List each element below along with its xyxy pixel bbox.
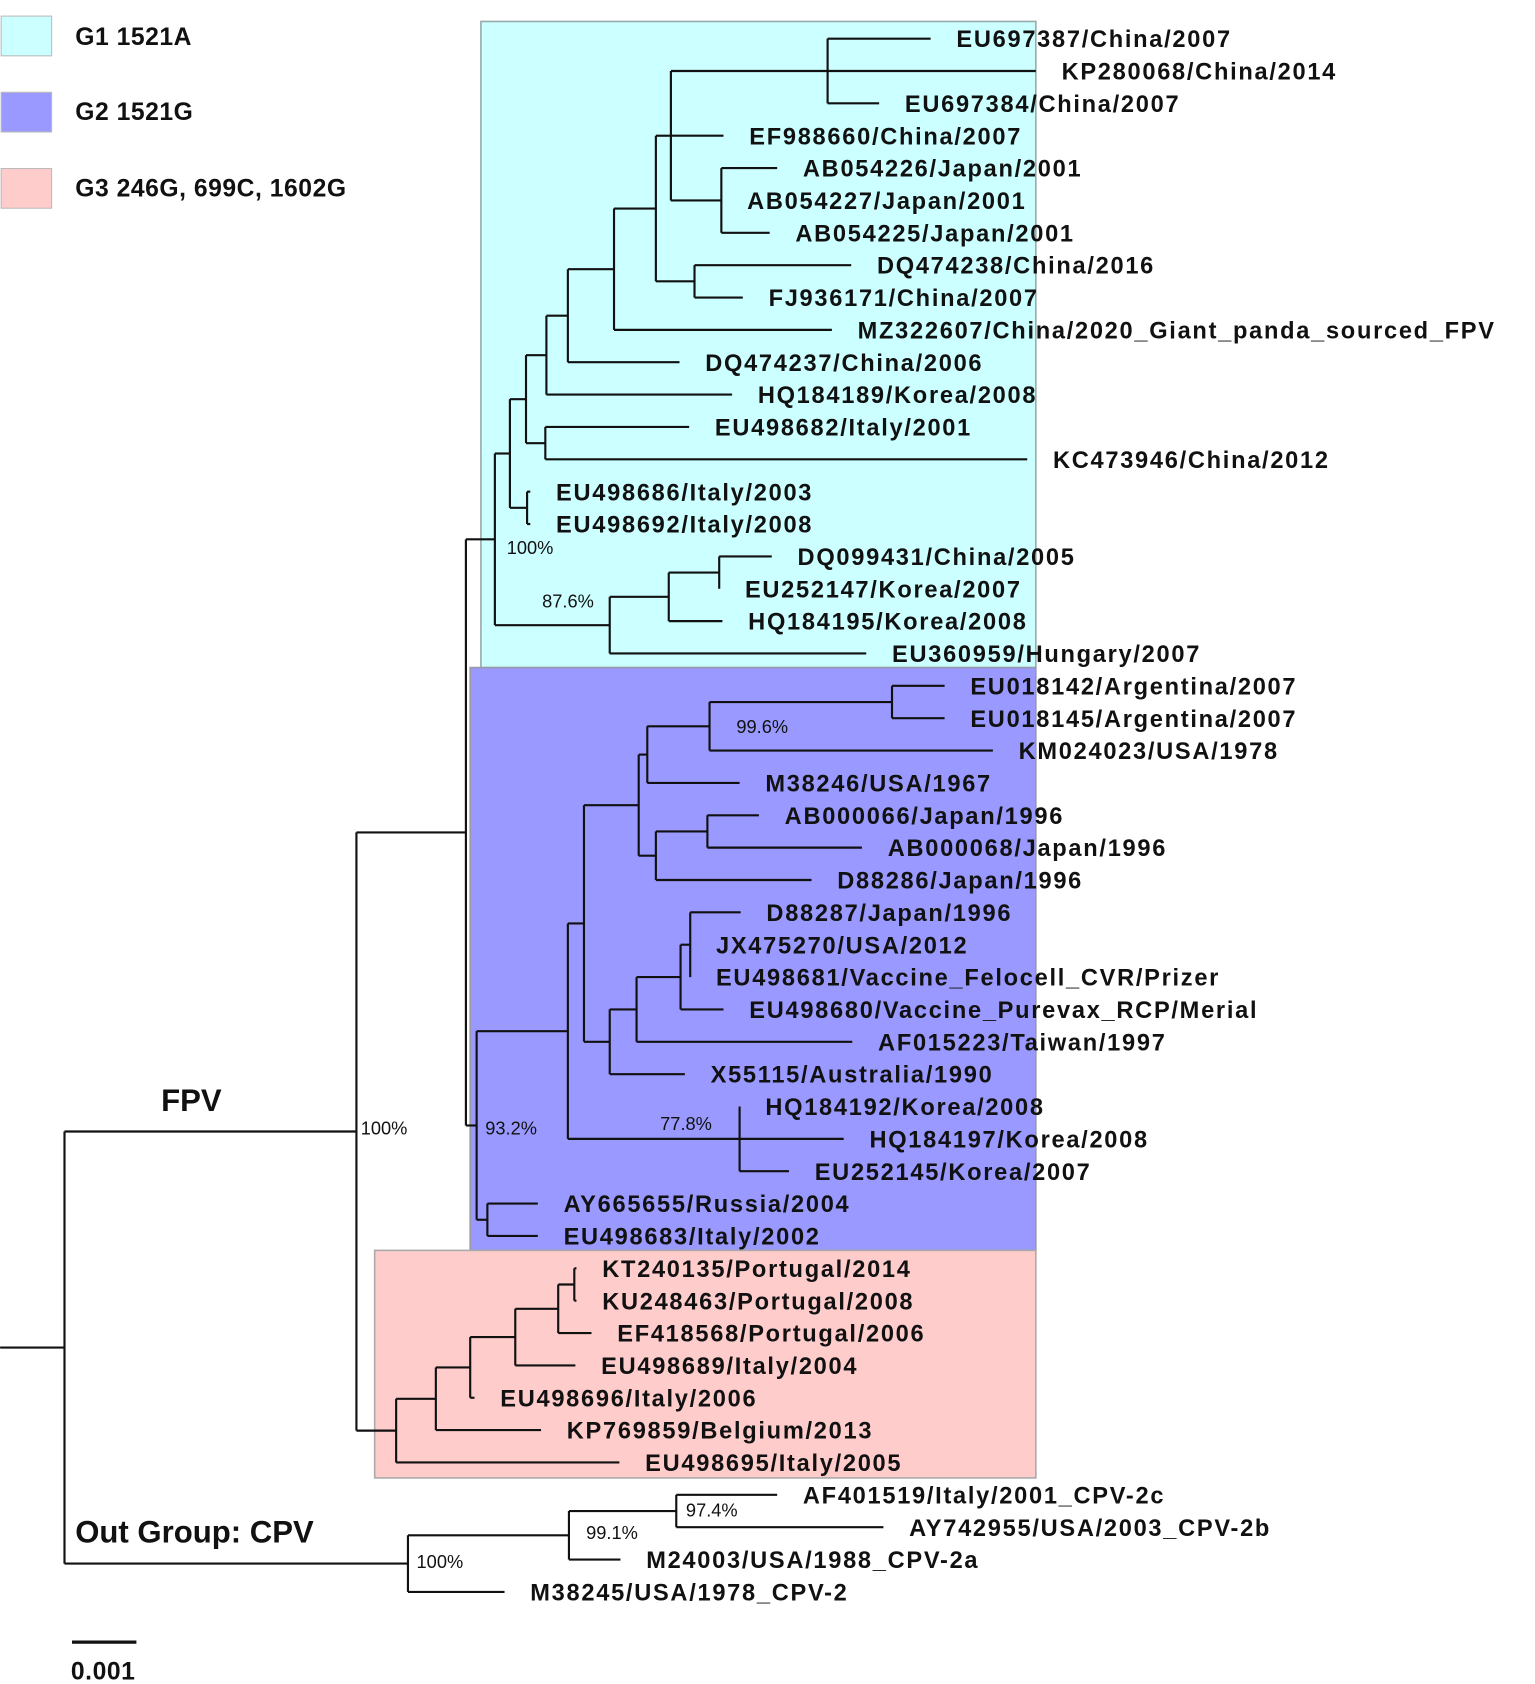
leaf-label: AY742955/USA/2003_CPV-2b (909, 1516, 1271, 1542)
leaf-label: KM024023/USA/1978 (1019, 739, 1279, 765)
leaf-label: KU248463/Portugal/2008 (602, 1289, 914, 1315)
leaf-label: HQ184189/Korea/2008 (758, 383, 1037, 409)
bootstrap-value: 77.8% (660, 1113, 712, 1134)
leaf-label: HQ184192/Korea/2008 (765, 1095, 1044, 1121)
leaf-label: EU018142/Argentina/2007 (970, 674, 1297, 700)
leaf-label: FJ936171/China/2007 (769, 286, 1039, 312)
leaf-label: DQ474237/China/2006 (705, 351, 983, 377)
clade-box-g2 (469, 666, 1037, 1252)
leaf-label: DQ474238/China/2016 (877, 254, 1155, 280)
leaf-labels: EU697387/China/2007KP280068/China/2014EU… (500, 27, 1496, 1606)
leaf-label: DQ099431/China/2005 (798, 545, 1076, 571)
scale-bar-label: 0.001 (71, 1659, 135, 1684)
legend-label-g1: G1 1521A (75, 24, 192, 51)
bootstrap-value: 99.1% (586, 1522, 638, 1543)
leaf-label: AF401519/Italy/2001_CPV-2c (803, 1483, 1165, 1509)
leaf-label: EF418568/Portugal/2006 (617, 1322, 925, 1348)
leaf-label: KP769859/Belgium/2013 (567, 1419, 873, 1445)
legend-swatch-g1 (0, 15, 53, 57)
leaf-label: X55115/Australia/1990 (711, 1063, 994, 1089)
legend-swatch-g3 (0, 167, 53, 209)
outgroup-clade-label: Out Group: CPV (75, 1514, 314, 1549)
leaf-label: D88287/Japan/1996 (766, 901, 1012, 927)
leaf-label: EU252145/Korea/2007 (815, 1160, 1092, 1186)
bootstrap-value: 99.6% (736, 716, 788, 737)
clade-box-g1 (480, 20, 1037, 669)
leaf-label: EU498686/Italy/2003 (556, 480, 813, 506)
leaf-label: AB054227/Japan/2001 (747, 189, 1026, 215)
leaf-label: EU498689/Italy/2004 (601, 1354, 858, 1380)
leaf-label: EU360959/Hungary/2007 (892, 642, 1201, 668)
leaf-label: EU018145/Argentina/2007 (970, 707, 1297, 733)
bootstrap-value: 100% (361, 1117, 408, 1138)
leaf-label: D88286/Japan/1996 (837, 869, 1083, 895)
legend-label-g3: G3 246G, 699C, 1602G (75, 175, 346, 202)
legend-swatch-g2 (0, 91, 53, 133)
bootstrap-value: 87.6% (542, 590, 594, 611)
tree-branches (0, 37, 1036, 1593)
leaf-label: AB000068/Japan/1996 (888, 836, 1167, 862)
leaf-label: EU498680/Vaccine_Purevax_RCP/Merial (749, 998, 1258, 1024)
leaf-label: EF988660/China/2007 (749, 124, 1022, 150)
leaf-label: EU498695/Italy/2005 (645, 1451, 902, 1477)
leaf-label: EU498692/Italy/2008 (556, 513, 813, 539)
leaf-label: HQ184197/Korea/2008 (869, 1127, 1148, 1153)
leaf-label: AB054225/Japan/2001 (795, 221, 1074, 247)
leaf-label: EU498681/Vaccine_Felocell_CVR/Prizer (716, 966, 1220, 992)
bootstrap-value: 100% (507, 537, 554, 558)
leaf-label: M38245/USA/1978_CPV-2 (530, 1580, 848, 1606)
leaf-label: KT240135/Portugal/2014 (602, 1257, 911, 1283)
leaf-label: AF015223/Taiwan/1997 (878, 1030, 1167, 1056)
leaf-label: AY665655/Russia/2004 (564, 1192, 851, 1218)
leaf-label: M38246/USA/1967 (765, 772, 992, 798)
bootstrap-value: 93.2% (485, 1117, 537, 1138)
leaf-label: HQ184195/Korea/2008 (748, 610, 1027, 636)
bootstrap-value: 100% (417, 1551, 464, 1572)
leaf-label: EU697387/China/2007 (956, 27, 1231, 53)
leaf-label: EU498682/Italy/2001 (715, 416, 972, 442)
leaf-label: AB000066/Japan/1996 (785, 804, 1064, 830)
leaf-label: JX475270/USA/2012 (716, 933, 968, 959)
leaf-label: KC473946/China/2012 (1053, 448, 1330, 474)
leaf-label: EU498696/Italy/2006 (500, 1386, 757, 1412)
leaf-label: EU252147/Korea/2007 (745, 577, 1022, 603)
leaf-label: AB054226/Japan/2001 (803, 157, 1082, 183)
fpv-clade-label: FPV (161, 1083, 222, 1118)
bootstrap-value: 97.4% (686, 1500, 738, 1521)
clade-box-g3 (373, 1249, 1037, 1479)
legend-label-g2: G2 1521G (75, 99, 193, 126)
leaf-label: M24003/USA/1988_CPV-2a (646, 1548, 979, 1574)
leaf-label: EU697384/China/2007 (905, 92, 1180, 118)
leaf-label: EU498683/Italy/2002 (564, 1225, 821, 1251)
leaf-label: MZ322607/China/2020_Giant_panda_sourced_… (858, 318, 1496, 344)
leaf-label: KP280068/China/2014 (1062, 60, 1337, 86)
